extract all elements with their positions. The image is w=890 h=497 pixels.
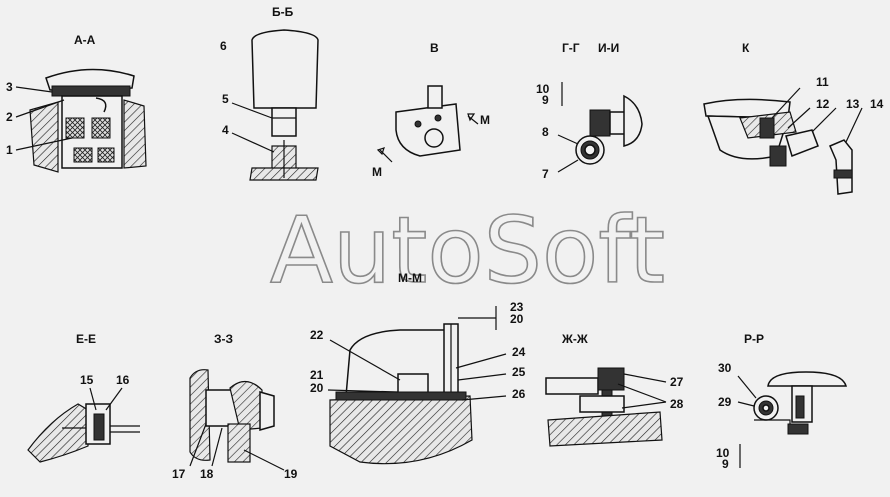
label-8: 8 [542,125,549,139]
label-10-gg: 10 [536,82,550,96]
tube-zhzh [545,377,599,395]
hose-14 [829,139,853,195]
section-rr: Р-Р 30 29 10 9 [716,332,847,471]
label-9-rr: 9 [722,457,729,471]
label-16: 16 [116,373,130,387]
section-title-k: К [742,41,750,55]
label-22: 22 [310,328,324,342]
section-gg: Г-Г И-И 10 9 8 7 [536,41,643,181]
base-mm [329,395,473,465]
label-17: 17 [172,467,186,481]
nut-zhzh [597,367,625,391]
spring-clip [95,97,107,113]
stem-core-rr [795,395,805,419]
label-25: 25 [512,365,526,379]
section-zhzh: Ж-Ж 27 28 [545,332,684,447]
watermark: AutoSoft [270,197,665,304]
fitting-5 [271,107,297,137]
reservoir [251,29,319,109]
label-14: 14 [870,97,884,111]
hose-rr-inner [762,404,770,412]
section-ee: Е-Е 15 16 [27,332,140,463]
label-5: 5 [222,92,229,106]
nipple-core [93,413,105,441]
section-arrow-m-right: М [480,113,490,127]
bracket-plate [395,103,461,157]
section-title-ii: И-И [598,41,619,55]
cap-gg [623,94,643,147]
bracket-rivet [414,120,422,128]
label-19: 19 [284,467,298,481]
label-18: 18 [200,467,214,481]
outlet-zz [227,423,251,463]
filter-mesh-1 [65,117,85,139]
clamp-k [759,117,775,139]
cap [45,68,135,91]
housing-left [29,101,59,173]
label-2: 2 [6,110,13,124]
bracket-rivet-2 [434,114,442,122]
label-29: 29 [718,395,732,409]
label-7: 7 [542,167,549,181]
elbow-13 [785,129,819,157]
section-title-v: В [430,41,439,55]
body-zz [189,369,211,461]
section-mm: М-М 23 20 24 25 26 22 21 20 [310,271,526,465]
section-title-gg: Г-Г [562,41,580,55]
filter-mesh-2 [91,117,111,139]
label-27: 27 [670,375,684,389]
section-title-zhzh: Ж-Ж [561,332,588,346]
tank-lid-k [703,98,791,119]
section-aa: А-А 3 2 1 [6,33,147,173]
label-21: 21 [310,368,324,382]
label-30: 30 [718,361,732,375]
label-23: 23 [510,300,524,314]
cap-rim [51,85,131,97]
label-15: 15 [80,373,94,387]
filter-mesh-4 [97,147,115,163]
clip-rr [787,423,809,435]
label-26: 26 [512,387,526,401]
label-10-rr: 10 [716,446,730,460]
section-title-bb: Б-Б [272,5,294,19]
hose-clip [833,169,853,179]
section-bb: Б-Б 6 5 4 [220,5,319,181]
section-title-rr: Р-Р [744,332,764,346]
bracket-tab [427,85,443,109]
label-1: 1 [6,143,13,157]
label-13: 13 [846,97,860,111]
label-9-gg: 9 [542,93,549,107]
hose-ring-inner [584,144,596,156]
section-zz: З-З 17 18 19 [172,332,298,481]
label-4: 4 [222,123,229,137]
section-title-aa: А-А [74,33,96,47]
label-20-top: 20 [510,312,524,326]
section-title-ee: Е-Е [76,332,96,346]
base-zhzh [547,411,663,447]
bracket-hole [424,128,444,148]
label-20-left: 20 [310,381,324,395]
bolt-head [589,109,611,137]
section-arrow-m-left: М [372,165,382,179]
section-k: К 11 12 13 14 [703,41,884,195]
section-title-mm: М-М [398,271,422,285]
section-title-zz: З-З [214,332,233,346]
label-12: 12 [816,97,830,111]
panel-ee [27,403,89,463]
label-11: 11 [816,75,829,89]
filter-mesh-3 [73,147,93,163]
label-28: 28 [670,397,684,411]
label-24: 24 [512,345,526,359]
label-3: 3 [6,80,13,94]
gasket-mm [335,391,467,401]
nut-zz [259,391,275,431]
housing-right [123,99,147,169]
plate-zhzh [579,395,625,413]
section-v: В М М [372,41,490,179]
tube-nut-k [769,145,787,167]
label-6: 6 [220,39,227,53]
cap-rr [767,371,847,387]
